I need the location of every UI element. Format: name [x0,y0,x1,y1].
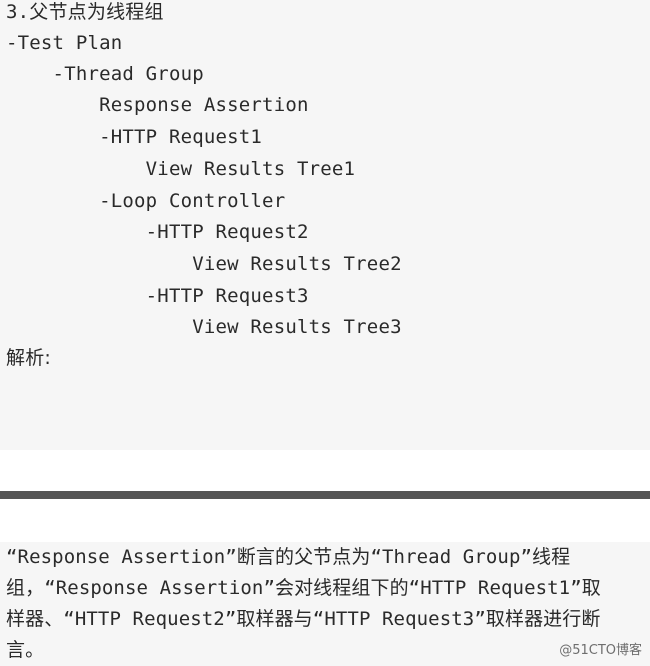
section-title: 3.父节点为线程组 [6,1,164,23]
tree-line: -HTTP Request2 [6,221,309,243]
tree-line: View Results Tree3 [6,316,402,338]
tree-line: -Thread Group [6,63,204,85]
tree-line: -HTTP Request3 [6,285,309,307]
code-block: 3.父节点为线程组 -Test Plan -Thread Group Respo… [6,1,402,369]
explanation-line: “Response Assertion”断言的父节点为“Thread Group… [6,546,571,568]
tree-line: View Results Tree1 [6,158,356,180]
tree-line: -Loop Controller [6,190,286,212]
tree-line: Response Assertion [6,94,309,116]
tree-line: -HTTP Request1 [6,126,263,148]
tree-line: -Test Plan [6,32,123,54]
explanation-line: 言。 [6,639,45,661]
explanation-block: “Response Assertion”断言的父节点为“Thread Group… [0,542,650,666]
tree-line: View Results Tree2 [6,253,402,275]
section-divider [0,491,650,499]
analysis-label: 解析: [6,347,52,369]
watermark: @51CTO博客 [559,643,642,658]
explanation-line: 组，“Response Assertion”会对线程组下的“HTTP Reque… [6,577,601,599]
explanation-line: 样器、“HTTP Request2”取样器与“HTTP Request3”取样器… [6,608,601,630]
